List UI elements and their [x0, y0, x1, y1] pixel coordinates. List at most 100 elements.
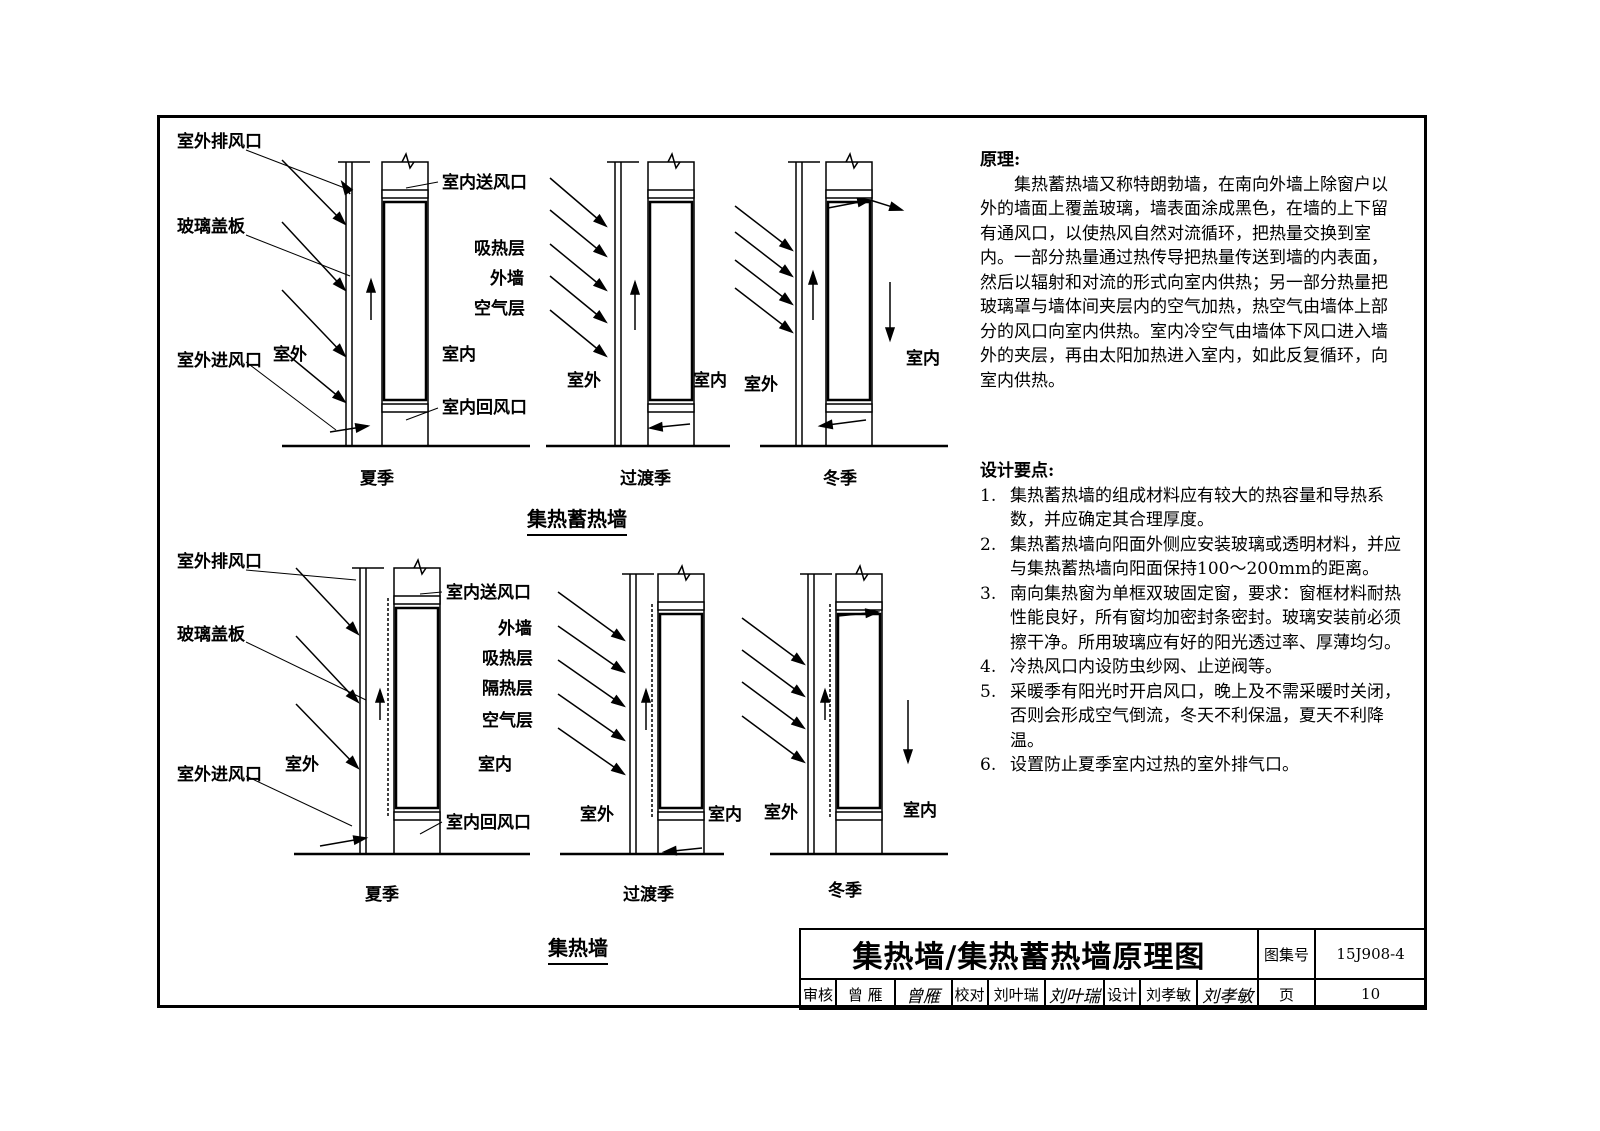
arrow-head [888, 201, 905, 212]
label-indoor-2b: 室内 [708, 805, 742, 825]
principle-heading: 原理: [980, 150, 1021, 170]
sun-ray-arrow [741, 681, 805, 729]
arrow-head [884, 327, 896, 343]
wall-body [657, 573, 705, 855]
label-air-layer-b: 空气层 [482, 711, 533, 731]
label-absorber-b: 吸热层 [482, 649, 533, 669]
arrow-head [365, 277, 377, 293]
label-indoor-b: 室内 [478, 755, 512, 775]
arrow-head [340, 180, 354, 196]
upper-vent [835, 601, 883, 611]
label-absorber: 吸热层 [474, 239, 525, 259]
checker-name: 刘叶瑞 [986, 978, 1046, 1010]
lower-vent [825, 403, 873, 413]
label-outdoor: 室外 [273, 345, 307, 365]
design-item: 5.采暖季有阳光时开启风口，晚上及不需采暖时关闭，否则会形成空气倒流，冬天不利保… [980, 681, 1401, 751]
caption-transition: 过渡季 [620, 469, 671, 489]
label-outdoor-3: 室外 [744, 375, 778, 395]
wall-body [647, 161, 695, 447]
arrow-head [778, 292, 794, 306]
wall-body [381, 161, 429, 447]
leader-line [245, 234, 351, 277]
design-item: 1.集热蓄热墙的组成材料应有较大的热容量和导热系数，并应确定其合理厚度。 [980, 485, 1384, 531]
label-glass-cover-b: 玻璃盖板 [177, 625, 245, 645]
label-indoor-supply-b: 室内送风口 [446, 583, 531, 603]
arrow-head [864, 608, 881, 619]
atlas-label: 图集号 [1256, 928, 1317, 980]
sun-ray-arrow [281, 349, 346, 403]
arrow-head [856, 197, 873, 208]
section-title-collector-wall: 集热墙 [548, 932, 608, 965]
lower-vent [835, 811, 883, 821]
sun-ray-arrow [281, 289, 346, 357]
leader-line [245, 361, 337, 431]
label-insulation-b: 隔热层 [482, 679, 533, 699]
arrow-head [592, 344, 608, 358]
design-item: 2.集热蓄热墙向阳面外侧应安装玻璃或透明材料，并应与集热蓄热墙向阳面保持100～… [980, 534, 1401, 580]
arrow-head [661, 845, 678, 856]
caption-winter: 冬季 [823, 469, 857, 489]
sun-ray-arrow [557, 727, 625, 775]
text-column: 原理: 集热蓄热墙又称特朗勃墙，在南向外墙上除窗户以外的墙面上覆盖玻璃，墙表面涂… [980, 148, 1402, 778]
arrow-head [790, 652, 806, 666]
caption-summer: 夏季 [360, 469, 394, 489]
arrow-head [332, 277, 347, 292]
lower-vent [381, 403, 429, 413]
caption-summer-b: 夏季 [365, 885, 399, 905]
review-label: 审核 [798, 978, 838, 1010]
leader-line [419, 591, 443, 595]
arrow-head [332, 211, 347, 226]
label-indoor-return: 室内回风口 [442, 398, 527, 418]
sun-ray-arrow [281, 221, 346, 291]
arrow-head [790, 750, 806, 764]
break-symbol [667, 151, 681, 170]
leader-line [245, 569, 357, 581]
checker-signature: 刘叶瑞 [1043, 978, 1105, 1010]
check-label: 校对 [950, 978, 989, 1010]
arrow-head [345, 621, 360, 636]
leader-line [419, 821, 443, 835]
break-symbol [413, 557, 427, 576]
label-indoor-return-b: 室内回风口 [446, 813, 531, 833]
arrow-head [817, 419, 834, 430]
arrow-head [778, 320, 794, 334]
label-indoor-3: 室内 [906, 349, 940, 369]
arrow-head [902, 749, 914, 765]
label-outdoor-2: 室外 [567, 371, 601, 391]
wall-body [393, 567, 441, 855]
upper-vent [825, 189, 873, 199]
page-number: 10 [1314, 978, 1427, 1010]
sun-ray-arrow [295, 567, 359, 635]
arrow-head [331, 389, 347, 404]
sun-ray-arrow [741, 617, 805, 665]
label-outdoor-2b: 室外 [580, 805, 614, 825]
break-symbol [401, 151, 415, 170]
designer-name: 刘孝敏 [1138, 978, 1199, 1010]
upper-vent [657, 601, 705, 611]
label-outdoor-exhaust-b: 室外排风口 [177, 552, 262, 572]
label-glass-cover: 玻璃盖板 [177, 217, 245, 237]
arrow-head [640, 687, 652, 703]
label-air-layer: 空气层 [474, 299, 525, 319]
arrow-head [819, 687, 831, 703]
wall-body [825, 161, 873, 447]
arrow-head [610, 728, 626, 742]
reviewer-signature: 曾雁 [893, 978, 953, 1010]
lower-vent [393, 811, 441, 821]
break-symbol [855, 563, 869, 582]
arrow-head [332, 343, 347, 358]
leader-line [405, 181, 439, 189]
storage-layer [658, 612, 704, 810]
caption-transition-b: 过渡季 [623, 885, 674, 905]
label-outdoor-inlet: 室外进风口 [177, 351, 262, 371]
principle-body: 集热蓄热墙又称特朗勃墙，在南向外墙上除窗户以外的墙面上覆盖玻璃，墙表面涂成黑色，… [980, 174, 1388, 391]
arrow-head [610, 762, 626, 776]
page-label: 页 [1256, 978, 1317, 1010]
arrow-head [345, 755, 360, 770]
lower-vent [647, 403, 695, 413]
sun-ray-arrow [741, 649, 805, 697]
arrow-head [352, 835, 369, 846]
arrow-head [629, 279, 641, 295]
label-indoor: 室内 [442, 345, 476, 365]
arrow-head [592, 310, 608, 324]
